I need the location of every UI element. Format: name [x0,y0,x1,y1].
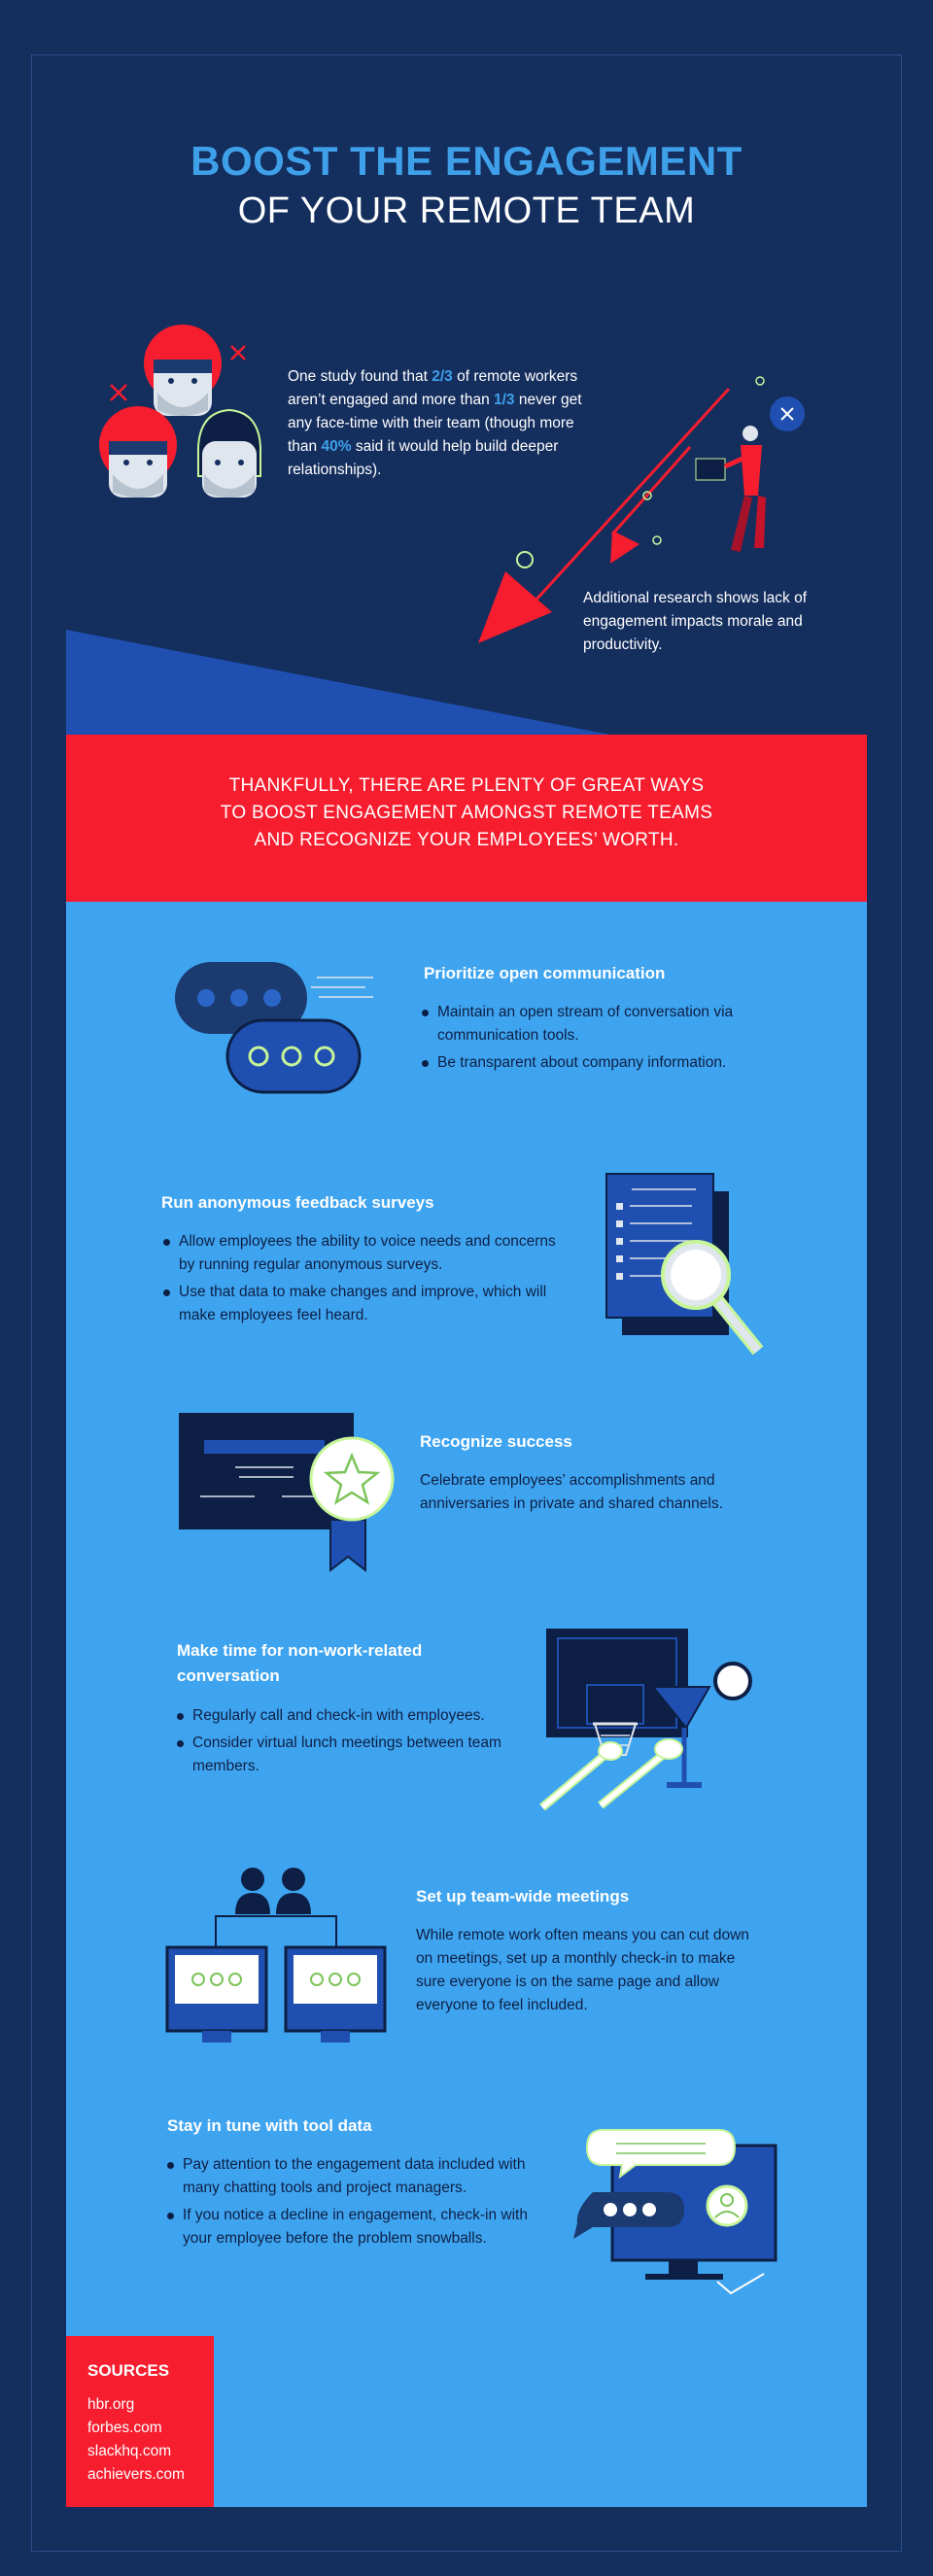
survey-magnifier-icon [605,1173,764,1356]
basketball-lunch-icon [539,1629,752,1811]
bullet-item: Use that data to make changes and improv… [161,1281,570,1327]
decline-arrow-head [478,571,552,643]
bullet-item: Allow employees the ability to voice nee… [161,1230,570,1277]
bullet-item: Be transparent about company information… [420,1051,770,1075]
sources-heading: SOURCES [87,2361,170,2380]
diagonal-panel-edge [66,630,867,738]
sources-box: SOURCES hbr.org forbes.com slackhq.com a… [66,2336,214,2507]
banner-line: AND RECOGNIZE YOUR EMPLOYEES’ WORTH. [254,830,679,850]
intro-paragraph: One study found that 2/3 of remote worke… [288,365,589,482]
monitor-chat-icon [573,2129,778,2295]
bullet-item: If you notice a decline in engagement, c… [165,2204,544,2250]
section-body-nonwork: Regularly call and check-in with employe… [175,1704,535,1782]
chat-bubbles-icon [175,962,373,1094]
decline-arrow-head [610,531,639,564]
decline-arrow-line [523,387,731,614]
worker-head-icon [99,406,177,498]
worker-head-icon [197,408,261,498]
section-body-success: Celebrate employees’ accomplishments and… [420,1472,723,1512]
cross-mark-icon [110,345,246,401]
banner-line: TO BOOST ENGAGEMENT AMONGST REMOTE TEAMS [220,803,713,823]
bullet-item: Consider virtual lunch meetings between … [175,1732,535,1778]
source-link[interactable]: achievers.com [87,2466,185,2483]
intro-text-part: One study found that [288,368,432,385]
intro-text-part: of remote workers aren’t engaged and mor… [288,368,578,408]
section-title-tooldata: Stay in tune with tool data [167,2116,372,2135]
bullet-item: Pay attention to the engagement data inc… [165,2153,544,2200]
section-title-surveys: Run anonymous feedback surveys [161,1193,434,1212]
engagement-banner: THANKFULLY, THERE ARE PLENTY OF GREAT WA… [66,735,867,902]
research-paragraph: Additional research shows lack of engage… [583,590,808,653]
section-body-tooldata: Pay attention to the engagement data inc… [165,2153,544,2254]
section-body-communication: Maintain an open stream of conversation … [420,1001,770,1079]
section-title-nonwork: Make time for non-work-related conversat… [177,1641,423,1685]
section-body-surveys: Allow employees the ability to voice nee… [161,1230,570,1331]
page-title: BOOST THE ENGAGEMENT [190,138,743,184]
intro-text-part: never get any face-time with their team … [288,392,582,455]
falling-arrows-illustration [478,376,805,643]
stat-one-third: 1/3 [494,392,515,408]
banner-line: THANKFULLY, THERE ARE PLENTY OF GREAT WA… [228,775,705,796]
section-body-meetings: While remote work often means you can cu… [416,1927,749,2013]
intro-text-part: said it would help build deeper relation… [288,438,559,478]
disengaged-workers-illustration [99,325,261,498]
team-meeting-icon [165,1868,387,2043]
page-subtitle: OF YOUR REMOTE TEAM [237,190,696,231]
section-title-meetings: Set up team-wide meetings [416,1887,630,1906]
source-link[interactable]: forbes.com [87,2420,162,2436]
source-link[interactable]: slackhq.com [87,2443,172,2459]
section-title-success: Recognize success [420,1432,572,1451]
stat-forty-percent: 40% [321,438,352,455]
stat-two-thirds: 2/3 [432,368,453,385]
certificate-star-icon [179,1413,395,1573]
source-link[interactable]: hbr.org [87,2396,135,2413]
section-title-communication: Prioritize open communication [424,964,666,982]
worker-head-icon [144,325,222,416]
decline-arrow-line [610,446,692,535]
bullet-item: Regularly call and check-in with employe… [175,1704,535,1728]
falling-worker-icon [695,426,766,552]
close-icon [770,396,805,431]
outer-frame [31,54,902,2552]
bullet-item: Maintain an open stream of conversation … [420,1001,770,1048]
